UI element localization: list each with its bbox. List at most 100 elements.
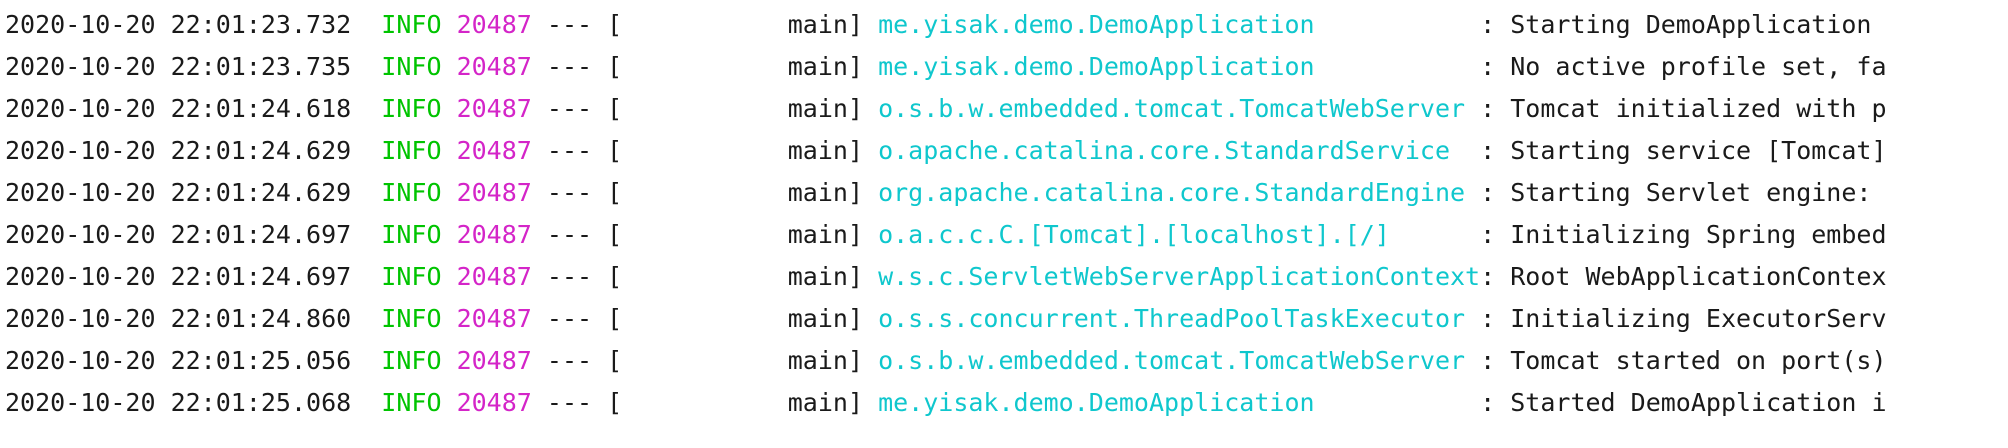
log-colon: : (1480, 94, 1511, 123)
log-colon: : (1480, 178, 1511, 207)
log-timestamp: 2020-10-20 22:01:25.068 (5, 388, 352, 417)
log-separator: --- [ (531, 388, 623, 417)
log-line: 2020-10-20 22:01:23.732 INFO 20487 --- [… (5, 4, 2008, 46)
log-message: Tomcat started on port(s) (1510, 346, 1887, 375)
log-logger: o.s.s.concurrent.ThreadPoolTaskExecutor (878, 304, 1481, 333)
log-timestamp: 2020-10-20 22:01:25.056 (5, 346, 352, 375)
log-pid: 20487 (456, 52, 532, 81)
log-message: Tomcat initialized with p (1510, 94, 1887, 123)
log-thread-close: ] (847, 178, 863, 207)
log-line: 2020-10-20 22:01:24.697 INFO 20487 --- [… (5, 214, 2008, 256)
log-colon: : (1480, 220, 1511, 249)
log-timestamp: 2020-10-20 22:01:24.618 (5, 94, 352, 123)
log-message: Starting Servlet engine: (1510, 178, 1887, 207)
log-thread: main (622, 262, 848, 291)
log-level: INFO (381, 262, 442, 291)
log-line: 2020-10-20 22:01:24.629 INFO 20487 --- [… (5, 172, 2008, 214)
log-colon: : (1480, 388, 1511, 417)
log-logger: me.yisak.demo.DemoApplication (878, 388, 1481, 417)
log-message: Started DemoApplication i (1510, 388, 1887, 417)
log-pid: 20487 (456, 262, 532, 291)
log-colon: : (1480, 136, 1511, 165)
log-message: Root WebApplicationContex (1510, 262, 1887, 291)
log-colon: : (1480, 52, 1511, 81)
log-colon: : (1480, 262, 1511, 291)
log-level: INFO (381, 388, 442, 417)
log-separator: --- [ (531, 346, 623, 375)
log-thread-close: ] (847, 346, 863, 375)
log-line: 2020-10-20 22:01:25.068 INFO 20487 --- [… (5, 382, 2008, 424)
log-pid: 20487 (456, 94, 532, 123)
log-timestamp: 2020-10-20 22:01:23.735 (5, 52, 352, 81)
log-level: INFO (381, 178, 442, 207)
log-thread-close: ] (847, 52, 863, 81)
log-thread: main (622, 94, 848, 123)
log-timestamp: 2020-10-20 22:01:24.629 (5, 136, 352, 165)
log-level: INFO (381, 10, 442, 39)
log-separator: --- [ (531, 262, 623, 291)
log-logger: o.s.b.w.embedded.tomcat.TomcatWebServer (878, 346, 1481, 375)
log-timestamp: 2020-10-20 22:01:24.860 (5, 304, 352, 333)
log-message: Initializing Spring embed (1510, 220, 1887, 249)
log-thread: main (622, 136, 848, 165)
log-pid: 20487 (456, 178, 532, 207)
log-separator: --- [ (531, 304, 623, 333)
log-thread: main (622, 304, 848, 333)
log-thread-close: ] (847, 94, 863, 123)
log-colon: : (1480, 10, 1511, 39)
log-level: INFO (381, 94, 442, 123)
log-thread-close: ] (847, 136, 863, 165)
log-pid: 20487 (456, 388, 532, 417)
log-level: INFO (381, 220, 442, 249)
log-line: 2020-10-20 22:01:24.697 INFO 20487 --- [… (5, 256, 2008, 298)
log-thread-close: ] (847, 388, 863, 417)
log-level: INFO (381, 52, 442, 81)
log-logger: me.yisak.demo.DemoApplication (878, 10, 1481, 39)
log-logger: org.apache.catalina.core.StandardEngine (878, 178, 1481, 207)
log-line: 2020-10-20 22:01:25.056 INFO 20487 --- [… (5, 340, 2008, 382)
log-pid: 20487 (456, 304, 532, 333)
log-logger: me.yisak.demo.DemoApplication (878, 52, 1481, 81)
log-level: INFO (381, 136, 442, 165)
log-separator: --- [ (531, 178, 623, 207)
log-colon: : (1480, 304, 1511, 333)
log-timestamp: 2020-10-20 22:01:24.697 (5, 262, 352, 291)
log-logger: o.apache.catalina.core.StandardService (878, 136, 1481, 165)
log-logger: o.a.c.c.C.[Tomcat].[localhost].[/] (878, 220, 1481, 249)
log-thread: main (622, 10, 848, 39)
log-thread: main (622, 52, 848, 81)
log-timestamp: 2020-10-20 22:01:24.697 (5, 220, 352, 249)
log-line: 2020-10-20 22:01:24.629 INFO 20487 --- [… (5, 130, 2008, 172)
log-pid: 20487 (456, 136, 532, 165)
log-thread: main (622, 220, 848, 249)
log-message: Initializing ExecutorServ (1510, 304, 1887, 333)
log-thread: main (622, 346, 848, 375)
log-thread: main (622, 388, 848, 417)
log-message: Starting DemoApplication (1510, 10, 1872, 39)
log-separator: --- [ (531, 10, 623, 39)
log-level: INFO (381, 304, 442, 333)
log-thread-close: ] (847, 220, 863, 249)
log-thread-close: ] (847, 10, 863, 39)
log-pid: 20487 (456, 220, 532, 249)
log-logger: o.s.b.w.embedded.tomcat.TomcatWebServer (878, 94, 1481, 123)
log-thread-close: ] (847, 304, 863, 333)
log-thread: main (622, 178, 848, 207)
log-separator: --- [ (531, 94, 623, 123)
log-timestamp: 2020-10-20 22:01:24.629 (5, 178, 352, 207)
log-thread-close: ] (847, 262, 863, 291)
log-logger: w.s.c.ServletWebServerApplicationContext (878, 262, 1481, 291)
log-separator: --- [ (531, 220, 623, 249)
log-colon: : (1480, 346, 1511, 375)
log-line: 2020-10-20 22:01:24.618 INFO 20487 --- [… (5, 88, 2008, 130)
log-line: 2020-10-20 22:01:24.860 INFO 20487 --- [… (5, 298, 2008, 340)
log-pid: 20487 (456, 10, 532, 39)
log-level: INFO (381, 346, 442, 375)
log-message: Starting service [Tomcat] (1510, 136, 1887, 165)
log-message: No active profile set, fa (1510, 52, 1887, 81)
log-line: 2020-10-20 22:01:23.735 INFO 20487 --- [… (5, 46, 2008, 88)
log-separator: --- [ (531, 52, 623, 81)
log-pid: 20487 (456, 346, 532, 375)
log-separator: --- [ (531, 136, 623, 165)
